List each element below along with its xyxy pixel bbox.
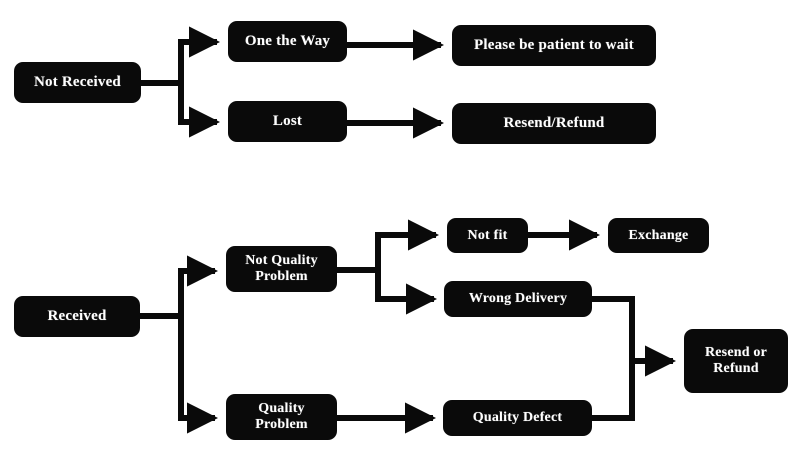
edge-split-top-branch [178, 26, 221, 83]
node-not-received[interactable]: Not Received [14, 62, 141, 103]
edge-wrong-delivery-to-merge [592, 296, 635, 361]
node-not-fit[interactable]: Not fit [447, 218, 528, 253]
node-resend-refund[interactable]: Resend/Refund [452, 103, 656, 144]
node-resend-or-refund-label: Resend or Refund [704, 345, 768, 376]
node-wrong-delivery[interactable]: Wrong Delivery [444, 281, 592, 317]
node-please-be-patient-to-wait[interactable]: Please be patient to wait [452, 25, 656, 66]
node-on-the-way[interactable]: One the Way [228, 21, 347, 62]
node-lost-label: Lost [272, 113, 303, 130]
node-exchange[interactable]: Exchange [608, 218, 709, 253]
node-received[interactable]: Received [14, 296, 140, 337]
node-quality-defect[interactable]: Quality Defect [443, 400, 592, 436]
node-quality-problem[interactable]: Quality Problem [226, 394, 337, 440]
node-on-the-way-label: One the Way [244, 33, 331, 50]
node-resend-or-refund[interactable]: Resend or Refund [684, 329, 788, 393]
node-exchange-label: Exchange [628, 227, 689, 243]
node-resend-refund-label: Resend/Refund [503, 115, 605, 132]
node-quality-defect-label: Quality Defect [472, 410, 563, 426]
node-not-quality-problem[interactable]: Not Quality Problem [226, 246, 337, 292]
edge-split-wrong-delivery [375, 270, 438, 315]
edge-quality-defect-to-merge [592, 361, 635, 421]
node-wrong-delivery-label: Wrong Delivery [468, 291, 568, 307]
node-quality-problem-label: Quality Problem [255, 401, 308, 432]
node-wait-label: Please be patient to wait [474, 37, 634, 54]
node-not-quality-problem-label: Not Quality Problem [245, 253, 318, 284]
edge-split-not-quality [178, 255, 219, 316]
node-lost[interactable]: Lost [228, 101, 347, 142]
node-received-label: Received [47, 308, 107, 325]
edge-split-quality [178, 316, 219, 434]
edge-split-bottom-branch [178, 83, 221, 138]
node-not-received-label: Not Received [34, 74, 121, 91]
edge-split-not-fit [375, 219, 440, 270]
node-not-fit-label: Not fit [467, 227, 508, 243]
